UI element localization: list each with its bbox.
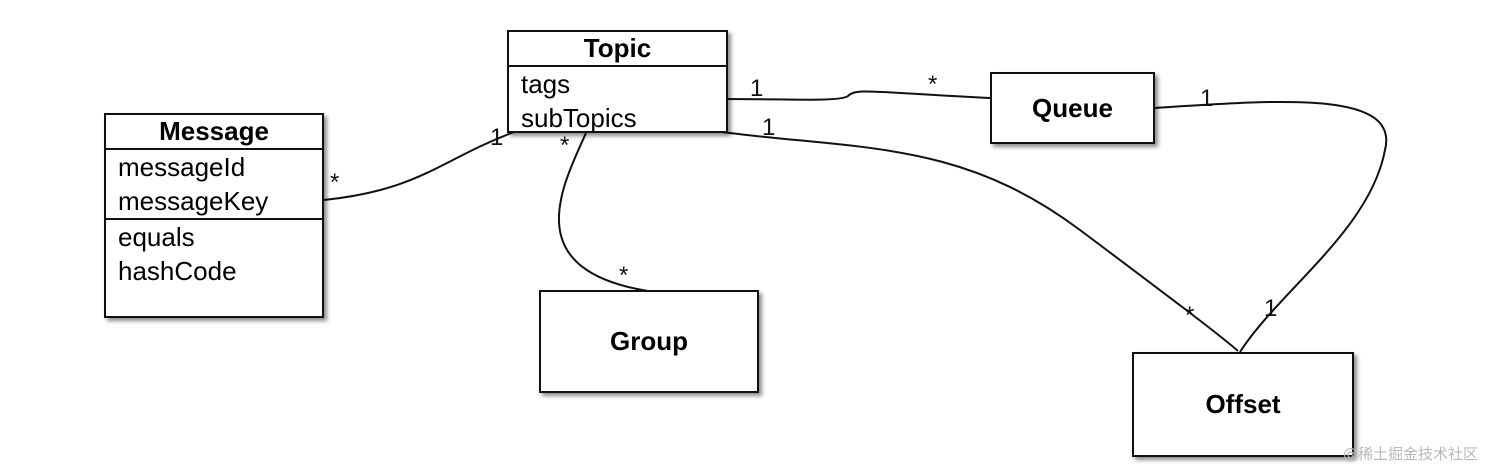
- topic-offset-link: [721, 131, 1239, 352]
- message-class-name: Message: [106, 115, 322, 150]
- message-method-equals: equals: [118, 222, 195, 252]
- message-topic-link: [323, 131, 515, 201]
- message-class[interactable]: Message messageId messageKey equals hash…: [104, 113, 324, 318]
- group-box[interactable]: Group: [539, 290, 759, 393]
- message-topic-message-multiplicity: *: [330, 169, 339, 196]
- message-attribute-messageid: messageId: [118, 152, 246, 182]
- message-topic-topic-multiplicity: 1: [490, 124, 503, 151]
- message-methods: equals hashCode: [106, 220, 322, 288]
- topic-queue-queue-multiplicity: *: [928, 71, 937, 98]
- queue-offset-link: [1153, 100, 1388, 353]
- topic-offset-offset-multiplicity: *: [1185, 302, 1194, 329]
- queue-label: Queue: [1032, 92, 1113, 123]
- topic-group-topic-multiplicity: *: [560, 132, 569, 159]
- topic-class[interactable]: Topic tags subTopics: [507, 30, 728, 133]
- offset-label: Offset: [1205, 389, 1281, 419]
- topic-attribute-subtopics: subTopics: [521, 103, 637, 133]
- topic-attribute-tags: tags: [521, 69, 571, 99]
- queue-offset-offset-multiplicity: 1: [1264, 295, 1277, 322]
- group-label: Group: [610, 326, 688, 356]
- offset-box[interactable]: Offset: [1132, 352, 1354, 457]
- topic-queue-topic-multiplicity: 1: [750, 75, 763, 102]
- topic-attributes: tags subTopics: [509, 67, 726, 135]
- watermark-text: @稀土掘金技术社区: [1342, 445, 1478, 463]
- topic-queue-link: [726, 90, 991, 101]
- message-attributes: messageId messageKey: [106, 150, 322, 220]
- message-attribute-messagekey: messageKey: [118, 186, 269, 216]
- topic-group-group-multiplicity: *: [619, 262, 628, 289]
- queue-box[interactable]: Queue: [990, 72, 1155, 144]
- message-method-hashcode: hashCode: [118, 256, 237, 286]
- topic-offset-topic-multiplicity: 1: [762, 114, 775, 141]
- queue-offset-queue-multiplicity: 1: [1200, 85, 1213, 112]
- topic-class-name: Topic: [509, 32, 726, 67]
- topic-group-link: [557, 132, 649, 292]
